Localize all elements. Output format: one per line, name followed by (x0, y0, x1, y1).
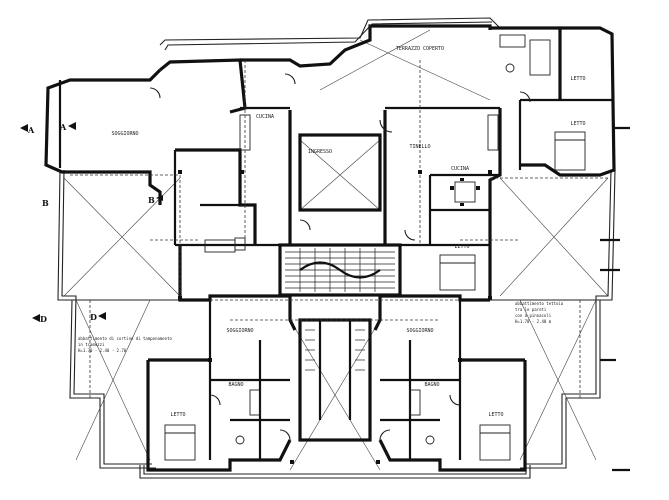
label-bagno-left: BAGNO (228, 382, 243, 388)
kitchen-counter-right (487, 114, 499, 151)
label-soggiorno-bottom-left: SOGGIORNO (226, 328, 253, 334)
lower-walls (146, 245, 527, 472)
wc-upper (505, 63, 515, 73)
label-letto-top-left: LETTO (570, 76, 585, 82)
wc-lower-left (235, 435, 245, 445)
section-b-right: B (148, 195, 155, 205)
section-b-left: B (42, 198, 49, 208)
section-ticks-right (600, 126, 630, 472)
column-markers (178, 170, 492, 464)
label-letto-top-right: LETTO (570, 121, 585, 127)
bathtub-upper (499, 34, 526, 48)
section-a-left: A (27, 125, 35, 135)
furniture (164, 34, 586, 461)
wc-lower-right (425, 435, 435, 445)
label-letto-bottom-left: LETTO (170, 412, 185, 418)
bed-bottom-left (164, 424, 196, 461)
note-right-line-4: H=1.70 - 2.40 m (515, 319, 552, 324)
structural-dashes (70, 60, 610, 400)
label-ingresso: INGRESSO (308, 149, 332, 155)
label-terrazzo: TERRAZZO COPERTO (396, 46, 444, 52)
note-left-line-3: H=1.70 - 2.40 - 2.70 (78, 348, 127, 353)
roof-diagonals (63, 29, 609, 471)
section-a-right: A (59, 122, 67, 132)
armchair (234, 237, 246, 251)
bed-mid-right (439, 254, 476, 291)
label-cucina-right: CUCINA (451, 166, 469, 172)
label-soggiorno-bottom-right: SOGGIORNO (406, 328, 433, 334)
bed-bottom-right (479, 424, 511, 461)
note-right-line-3: con a pinnacoli (515, 313, 552, 318)
label-letto-bottom-right: LETTO (488, 412, 503, 418)
label-soggiorno: SOGGIORNO (111, 131, 138, 137)
label-cucina-left: CUCINA (256, 114, 274, 120)
bathtub-lower-left (249, 389, 261, 416)
note-left-line-1: abbattimento di cortine di tamponamento (78, 336, 173, 341)
label-tinello: TINELLO (409, 144, 430, 150)
note-left-line-2: in tramezzi (78, 342, 105, 347)
bed-top-left (529, 39, 551, 76)
door-swings (149, 73, 531, 441)
bed-top-right (554, 131, 586, 171)
room-labels: SOGGIORNO CUCINA CUCINA TINELLO LETTO LE… (111, 46, 585, 418)
upper-walls (44, 17, 616, 300)
label-bagno-right: BAGNO (424, 382, 439, 388)
main-staircase (278, 243, 402, 297)
section-markers: A A B B D D (20, 122, 163, 324)
annotation-note-right: abbattimento tettoia tra le pareti con a… (515, 301, 564, 324)
label-letto-mid-right: LETTO (454, 244, 469, 250)
bathtub-lower-right (409, 389, 421, 416)
annotation-note-left: abbattimento di cortine di tamponamento … (78, 336, 173, 353)
note-right-line-1: abbattimento tettoia (515, 301, 564, 306)
section-d-left: D (40, 314, 47, 324)
section-d-right: D (90, 312, 97, 322)
kitchen-counter-left (239, 114, 251, 151)
dining-table (454, 181, 476, 203)
note-right-line-2: tra le pareti (515, 307, 547, 312)
